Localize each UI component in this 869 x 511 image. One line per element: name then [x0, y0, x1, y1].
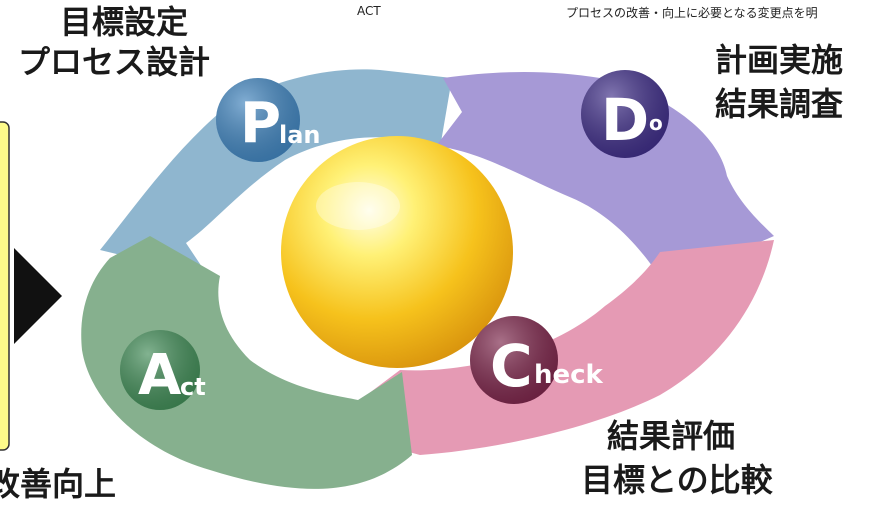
plan-label-line2: プロセス設計	[18, 43, 211, 81]
do-label-line2: 結果調査	[715, 85, 844, 123]
act-arrow	[81, 236, 413, 489]
do-label-line1: 計画実施	[715, 41, 844, 79]
act-rest: ct	[180, 373, 206, 401]
act-caption: ACT	[357, 4, 381, 18]
check-initial: C	[490, 332, 533, 400]
pointer-arrow-icon	[14, 248, 62, 344]
act-label-partial: 改善向上	[0, 465, 117, 503]
plan-rest: lan	[279, 121, 321, 149]
do-initial: D	[601, 86, 649, 154]
note-box	[0, 121, 10, 451]
check-badge: C heck	[470, 316, 604, 404]
header-note: プロセスの改善・向上に必要となる変更点を明	[566, 6, 818, 20]
plan-arrow	[100, 69, 452, 276]
do-rest: o	[649, 111, 663, 135]
do-arrow	[436, 72, 774, 270]
plan-label-line1: 目標設定	[60, 3, 189, 41]
check-rest: heck	[534, 360, 604, 390]
plan-initial: P	[240, 91, 281, 156]
do-badge: D o	[581, 70, 669, 158]
act-initial: A	[138, 343, 182, 408]
act-badge: A ct	[120, 330, 206, 410]
center-sphere	[281, 136, 513, 368]
check-label-line1: 結果評価	[607, 417, 736, 455]
check-label-line2: 目標との比較	[581, 461, 773, 499]
plan-badge: P lan	[216, 78, 321, 162]
sphere-highlight	[316, 182, 400, 230]
